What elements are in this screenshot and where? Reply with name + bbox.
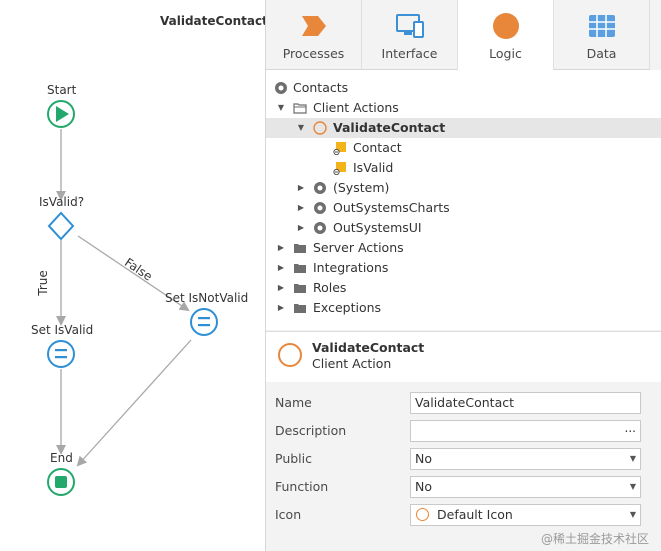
- prop-row-function: Function No ▼: [266, 473, 661, 501]
- properties-subtitle: Client Action: [312, 356, 392, 371]
- input-parameter-icon: [333, 142, 346, 155]
- flow-canvas[interactable]: ValidateContact: [0, 0, 268, 551]
- tree-item-contacts[interactable]: Contacts: [266, 78, 661, 98]
- connector-false: [77, 235, 190, 312]
- chevron-right-icon[interactable]: ▶: [297, 203, 305, 212]
- more-options-button[interactable]: ...: [624, 421, 636, 435]
- right-panel: Processes Interface Logic Data: [265, 0, 661, 551]
- chevron-down-icon: ▼: [629, 482, 636, 491]
- module-icon: [314, 202, 326, 214]
- folder-icon: [294, 244, 306, 253]
- folder-icon: [294, 264, 306, 273]
- play-icon: [56, 106, 69, 122]
- output-parameter-icon: [333, 162, 346, 175]
- tree-item-validatecontact[interactable]: ▼ ValidateContact: [266, 118, 661, 138]
- chevron-right-icon[interactable]: ▶: [297, 223, 305, 232]
- folder-icon: [294, 284, 306, 293]
- description-field[interactable]: ...: [410, 420, 641, 442]
- icon-select[interactable]: Default Icon ▼: [410, 504, 641, 526]
- set-isnotvalid-label: Set IsNotValid: [165, 291, 249, 305]
- client-action-icon: [278, 343, 302, 367]
- assign-node-isnotvalid[interactable]: [190, 308, 218, 336]
- tab-data[interactable]: Data: [554, 0, 650, 70]
- chevron-down-icon[interactable]: ▼: [297, 123, 305, 132]
- folder-icon: [294, 304, 306, 313]
- tab-label: Data: [586, 46, 617, 61]
- chevron-down-icon: ▼: [629, 454, 636, 463]
- if-node[interactable]: [47, 211, 75, 241]
- tree-item-contact-param[interactable]: Contact: [266, 138, 661, 158]
- prop-row-icon: Icon Default Icon ▼: [266, 501, 661, 529]
- chevron-right-icon[interactable]: ▶: [297, 183, 305, 192]
- prop-label: Function: [275, 479, 329, 494]
- prop-label: Description: [275, 423, 347, 438]
- tab-label: Processes: [282, 46, 345, 61]
- properties-grid: Name ValidateContact Description ... Pub…: [266, 382, 661, 551]
- tab-logic[interactable]: Logic: [458, 0, 554, 70]
- chevron-right-icon[interactable]: ▶: [277, 243, 285, 252]
- module-icon: [275, 82, 287, 94]
- tree-item-exceptions[interactable]: ▶ Exceptions: [266, 298, 661, 318]
- prop-label: Name: [275, 395, 312, 410]
- public-select[interactable]: No ▼: [410, 448, 641, 470]
- chevron-right-icon[interactable]: ▶: [277, 303, 285, 312]
- true-label: True: [35, 270, 50, 296]
- tab-interface[interactable]: Interface: [362, 0, 458, 70]
- connector-setnotvalid-end: [76, 339, 192, 467]
- chevron-right-icon[interactable]: ▶: [277, 283, 285, 292]
- if-label: IsValid?: [39, 195, 85, 209]
- tab-label: Interface: [381, 46, 438, 61]
- logic-tree: Contacts ▼ Client Actions ▼ ValidateCont…: [266, 70, 661, 330]
- tree-item-integrations[interactable]: ▶ Integrations: [266, 258, 661, 278]
- prop-row-name: Name ValidateContact: [266, 389, 661, 417]
- flow-diagram: [47, 100, 218, 496]
- tree-item-outsystemscharts[interactable]: ▶ OutSystemsCharts: [266, 198, 661, 218]
- start-label: Start: [47, 83, 77, 97]
- prop-row-description: Description ...: [266, 417, 661, 445]
- chevron-down-icon: ▼: [629, 510, 636, 519]
- tab-bar: Processes Interface Logic Data: [266, 0, 661, 70]
- chevron-right-icon[interactable]: ▶: [277, 263, 285, 272]
- tree-item-isvalid-param[interactable]: IsValid: [266, 158, 661, 178]
- start-node[interactable]: [47, 100, 75, 128]
- properties-title: ValidateContact: [312, 340, 425, 355]
- logic-icon: [493, 13, 519, 39]
- module-icon: [314, 222, 326, 234]
- end-label: End: [50, 451, 73, 465]
- equals-icon: [198, 317, 210, 320]
- default-action-icon: [416, 508, 429, 521]
- interface-icon: [396, 14, 424, 38]
- tree-item-outsystemsui[interactable]: ▶ OutSystemsUI: [266, 218, 661, 238]
- chevron-down-icon[interactable]: ▼: [277, 103, 285, 112]
- prop-row-public: Public No ▼: [266, 445, 661, 473]
- data-icon: [589, 15, 615, 37]
- folder-open-icon: [293, 103, 307, 114]
- properties-header: ValidateContact Client Action: [266, 331, 661, 383]
- tree-item-roles[interactable]: ▶ Roles: [266, 278, 661, 298]
- name-field[interactable]: ValidateContact: [410, 392, 641, 414]
- equals-icon: [55, 349, 67, 352]
- processes-icon: [302, 16, 326, 36]
- prop-label: Icon: [275, 507, 302, 522]
- module-icon: [314, 182, 326, 194]
- flow-title: ValidateContact: [160, 14, 268, 28]
- end-node[interactable]: [47, 468, 75, 496]
- assign-node-isvalid[interactable]: [47, 340, 75, 368]
- tab-processes[interactable]: Processes: [266, 0, 362, 70]
- tree-item-client-actions[interactable]: ▼ Client Actions: [266, 98, 661, 118]
- watermark: @稀土掘金技术社区: [540, 532, 649, 546]
- client-action-icon: [313, 121, 327, 135]
- tree-item-system[interactable]: ▶ (System): [266, 178, 661, 198]
- set-isvalid-label: Set IsValid: [31, 323, 94, 337]
- prop-label: Public: [275, 451, 312, 466]
- tab-label: Logic: [489, 46, 522, 61]
- tree-item-server-actions[interactable]: ▶ Server Actions: [266, 238, 661, 258]
- function-select[interactable]: No ▼: [410, 476, 641, 498]
- stop-icon: [55, 476, 67, 488]
